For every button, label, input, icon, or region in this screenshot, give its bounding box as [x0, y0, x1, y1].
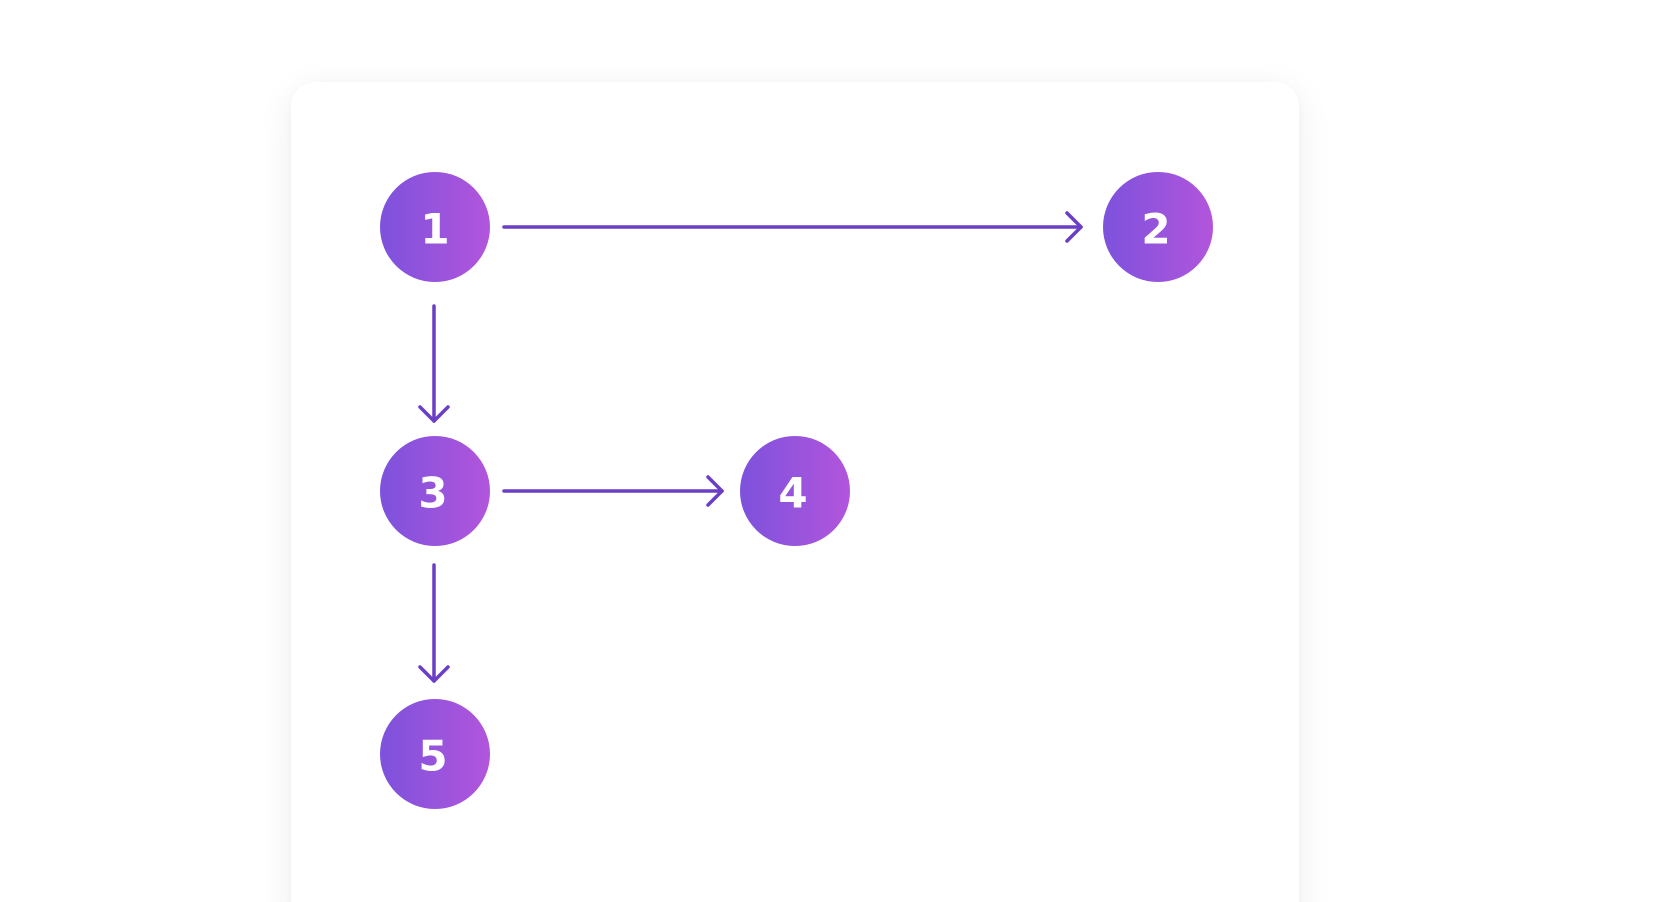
edges-layer — [418, 211, 1083, 683]
node-4[interactable]: 4 — [740, 436, 850, 546]
node-1[interactable]: 1 — [380, 172, 490, 282]
nodes-layer: 1 2 3 4 5 — [380, 172, 1213, 809]
node-2-label: 2 — [1141, 205, 1170, 254]
edge-3-to-4-arrowhead — [706, 475, 724, 507]
node-4-circle — [740, 436, 850, 546]
node-4-label: 4 — [778, 469, 807, 518]
node-5-circle — [380, 699, 490, 809]
node-1-label: 1 — [420, 205, 449, 254]
node-3[interactable]: 3 — [380, 436, 490, 546]
node-5-label: 5 — [418, 732, 447, 781]
edge-3-to-4 — [502, 475, 724, 507]
edge-1-to-3 — [418, 304, 450, 423]
node-5[interactable]: 5 — [380, 699, 490, 809]
node-2[interactable]: 2 — [1103, 172, 1213, 282]
node-2-circle — [1103, 172, 1213, 282]
edge-3-to-5 — [418, 563, 450, 683]
edge-1-to-2 — [502, 211, 1083, 243]
node-3-circle — [380, 436, 490, 546]
edge-1-to-2-arrowhead — [1065, 211, 1083, 243]
edge-3-to-5-arrowhead — [418, 665, 450, 683]
edge-1-to-3-arrowhead — [418, 405, 450, 423]
node-1-circle — [380, 172, 490, 282]
node-3-label: 3 — [418, 469, 447, 518]
